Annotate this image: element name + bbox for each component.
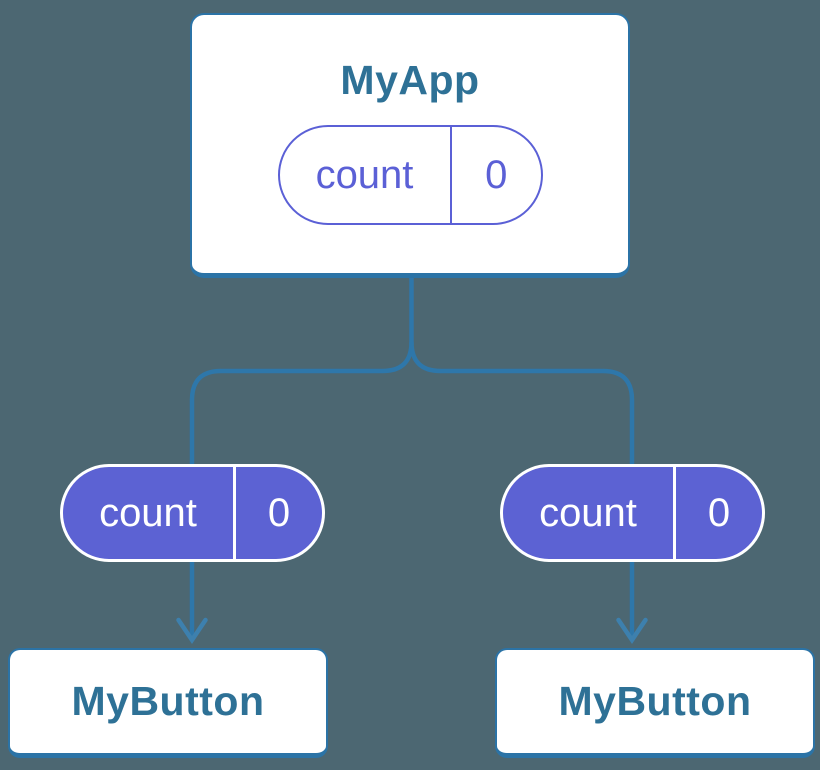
prop-label: count: [539, 491, 637, 535]
component-title: MyApp: [340, 57, 480, 103]
component-node-mybutton-right: MyButton: [495, 648, 815, 758]
component-title: MyButton: [71, 677, 265, 724]
connector-branch-right: [409, 341, 635, 640]
pill-divider: [233, 467, 236, 559]
prop-pill-left: count 0: [60, 464, 325, 562]
prop-value: 0: [267, 491, 291, 535]
pill-divider: [673, 467, 676, 559]
arrow-down-icon: [176, 617, 208, 645]
arrow-down-icon: [616, 617, 648, 645]
component-node-mybutton-left: MyButton: [8, 648, 328, 758]
state-pill: count 0: [277, 125, 543, 226]
prop-value: 0: [707, 491, 731, 535]
state-label: count: [315, 153, 414, 198]
connector-branch-left: [189, 341, 414, 640]
component-title: MyButton: [558, 677, 752, 724]
prop-pill-right: count 0: [500, 464, 765, 562]
prop-label: count: [99, 491, 197, 535]
pill-divider: [449, 127, 452, 224]
component-node-myapp: MyApp count 0: [190, 13, 630, 278]
state-value: 0: [485, 153, 508, 198]
